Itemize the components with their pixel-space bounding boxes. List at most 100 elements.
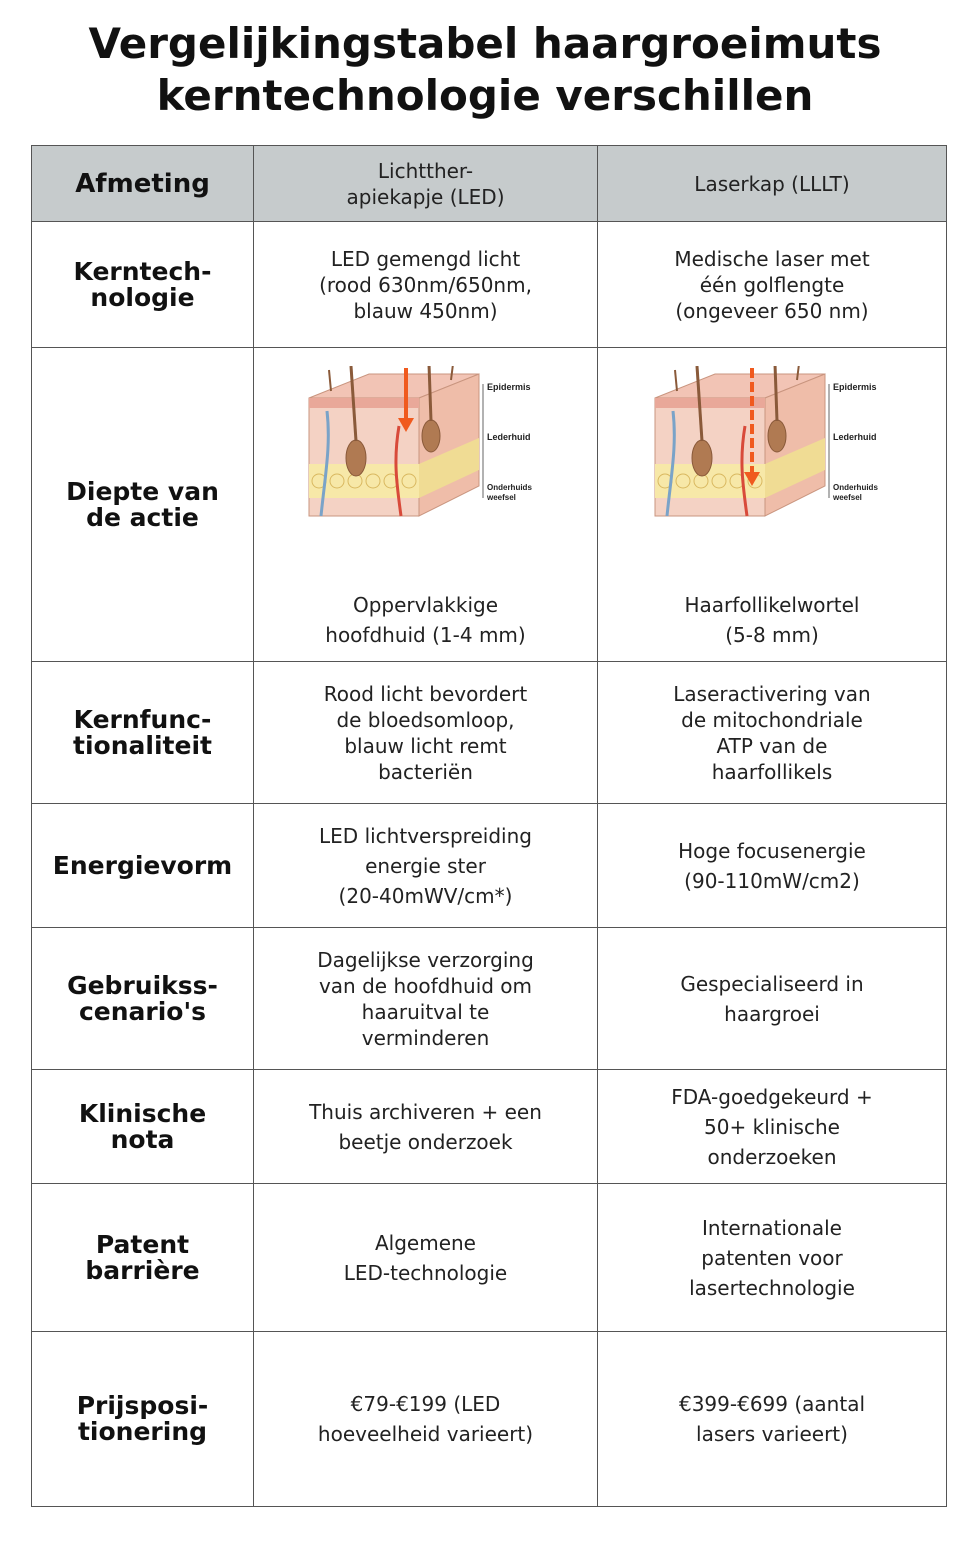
- fat-cell: [675, 473, 691, 488]
- row-label-energy: Energievorm: [31, 803, 254, 928]
- fat-cell: [329, 473, 344, 488]
- cell-text: Haarfollikelwortel(5-8 mm): [684, 592, 860, 647]
- hair-shaft: [773, 365, 779, 421]
- hair-shaft: [349, 365, 357, 441]
- fat-layer-side: [418, 437, 479, 498]
- label-subcutis: Onderhuids: [833, 483, 878, 492]
- table-row: Gebruikss-cenario's Dagelijkse verzorgin…: [31, 927, 947, 1070]
- table-row: Kerntech-nologie LED gemengd licht(rood …: [31, 221, 947, 348]
- hair-shaft: [327, 369, 332, 391]
- hair-follicle: [345, 439, 366, 476]
- light-arrow-head: [397, 417, 414, 432]
- header-dimension: Afmeting: [31, 145, 254, 222]
- hair-shaft: [674, 369, 678, 391]
- cell-text: LED gemengd licht(rood 630nm/650nm,blauw…: [319, 246, 532, 323]
- comparison-table: Afmeting Lichtther-apiekapje (LED) Laser…: [31, 145, 947, 1507]
- header-laser-text: Laserkap (LLLT): [694, 171, 850, 196]
- fat-cell: [365, 473, 380, 488]
- label-subcutis-2: weefsel: [832, 493, 862, 502]
- header-row: Afmeting Lichtther-apiekapje (LED) Laser…: [31, 145, 947, 222]
- label-dermis: Lederhuid: [487, 432, 531, 442]
- hair-follicle: [691, 439, 713, 476]
- header-led-text: Lichtther-apiekapje (LED): [346, 158, 505, 209]
- label-dermis: Lederhuid: [833, 432, 877, 442]
- row-label-scenarios: Gebruikss-cenario's: [31, 927, 254, 1070]
- header-laser: Laserkap (LLLT): [597, 145, 947, 222]
- hair-follicle: [421, 419, 440, 452]
- row-label-text: Kernfunc-tionaliteit: [73, 704, 212, 760]
- fat-cell: [711, 473, 727, 488]
- label-subcutis-2: weefsel: [486, 493, 516, 502]
- blood-vessel-blue: [319, 410, 330, 516]
- fat-layer-side: [765, 437, 825, 498]
- row-label-functionality: Kernfunc-tionaliteit: [31, 661, 254, 804]
- epidermis-layer: [655, 397, 765, 408]
- hair-shaft: [695, 365, 704, 441]
- hair-follicle: [767, 419, 787, 452]
- hair-shaft: [427, 365, 432, 421]
- cell-text: Hoge focusenergie(90-110mW/cm2): [678, 838, 866, 893]
- row-label-text: Gebruikss-cenario's: [67, 970, 218, 1026]
- hair-shaft: [796, 365, 800, 380]
- cell-led-core-tech: LED gemengd licht(rood 630nm/650nm,blauw…: [253, 221, 598, 348]
- blood-vessel-blue: [665, 410, 676, 516]
- label-epidermis: Epidermis: [487, 382, 531, 392]
- epidermis-layer: [308, 397, 419, 408]
- hair-shaft: [449, 365, 454, 380]
- label-subcutis: Onderhuids: [487, 483, 532, 492]
- fat-cell: [401, 473, 416, 488]
- blood-vessel-red: [393, 425, 402, 516]
- cell-laser-energy: Hoge focusenergie(90-110mW/cm2): [597, 803, 947, 928]
- page-title: Vergelijkingstabel haargroeimuts kerntec…: [0, 18, 970, 122]
- title-line-2: kerntechnologie verschillen: [156, 71, 814, 120]
- row-label-text: Prijsposi-tionering: [76, 1391, 209, 1446]
- laser-arrow-head: [744, 471, 760, 486]
- blood-vessel-red: [740, 425, 749, 516]
- row-label-core-tech: Kerntech-nologie: [31, 221, 254, 348]
- title-line-1: Vergelijkingstabel haargroeimuts: [88, 19, 882, 68]
- row-label-text: Kerntech-nologie: [73, 256, 212, 312]
- label-epidermis: Epidermis: [833, 382, 877, 392]
- row-label-text: Energievorm: [52, 850, 233, 880]
- header-led: Lichtther-apiekapje (LED): [253, 145, 598, 222]
